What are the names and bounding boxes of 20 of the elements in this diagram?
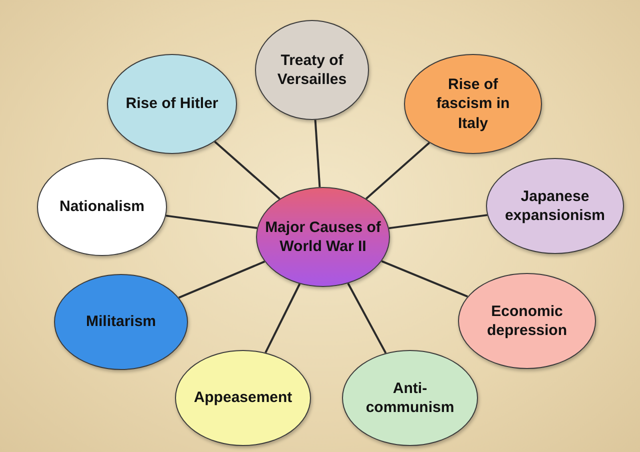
connector-line (214, 140, 280, 200)
connector-line (365, 142, 430, 200)
node-label: Nationalism (59, 197, 145, 217)
connector-line (264, 283, 301, 354)
node-label: Militarism (86, 312, 156, 332)
topic-ellipse (342, 350, 478, 446)
node-label: Rise of Hitler (126, 94, 218, 114)
node-label: Rise of fascism in Italy (435, 74, 511, 134)
connector-line (178, 260, 266, 299)
node-label: Appeasement (194, 388, 292, 408)
node-label: Anti-communism (364, 378, 456, 418)
connector-line (381, 260, 468, 298)
node-label: Treaty of Versailles (276, 50, 348, 90)
connector-line (347, 282, 387, 354)
node-label: Economic depression (486, 302, 568, 340)
node-label: Major Causes of World War II (264, 218, 382, 256)
connector-line (166, 214, 258, 230)
node-label: Japanese expansionism (504, 186, 606, 226)
connector-line (314, 120, 321, 188)
connector-line (388, 214, 488, 230)
